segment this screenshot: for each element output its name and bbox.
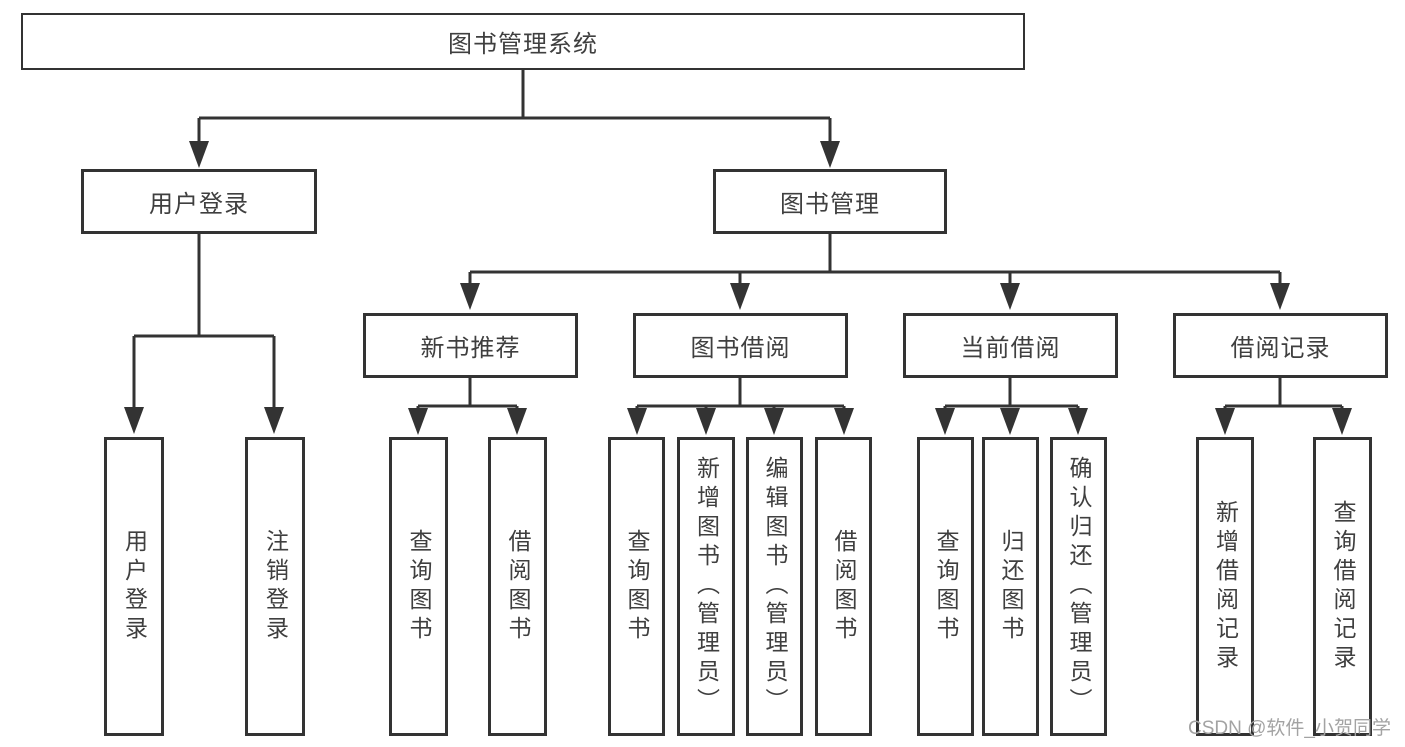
node-current-borrow: 当前借阅 (903, 313, 1118, 378)
connector-root-to-level2 (189, 69, 840, 168)
connector-current-borrow-children (935, 377, 1088, 435)
leaf-borrow-books-recommend-label: 借阅图书 (505, 528, 531, 645)
leaf-confirm-return-admin-label: 确认归还（管理员） (1066, 456, 1092, 717)
node-borrow-records: 借阅记录 (1173, 313, 1388, 378)
node-root-system: 图书管理系统 (21, 13, 1025, 70)
leaf-query-books-recommend: 查询图书 (389, 437, 448, 736)
node-root-label: 图书管理系统 (448, 31, 598, 58)
connector-book-borrow-children (627, 377, 854, 435)
leaf-logout: 注销登录 (245, 437, 305, 736)
leaf-return-books-label: 归还图书 (998, 528, 1024, 645)
node-book-management: 图书管理 (713, 169, 947, 234)
leaf-query-books-borrow: 查询图书 (608, 437, 665, 736)
leaf-query-books-current: 查询图书 (917, 437, 974, 736)
node-user-login-label: 用户登录 (149, 191, 249, 218)
node-book-borrow: 图书借阅 (633, 313, 848, 378)
node-book-borrow-label: 图书借阅 (690, 335, 791, 362)
leaf-borrow-books-label: 借阅图书 (831, 528, 857, 645)
leaf-query-books-current-label: 查询图书 (933, 528, 959, 645)
connector-borrow-records-children (1215, 377, 1352, 435)
node-current-borrow-label: 当前借阅 (960, 335, 1061, 362)
leaf-query-borrow-record-label: 查询借阅记录 (1330, 499, 1356, 674)
connector-book-management-groups (460, 233, 1290, 310)
leaf-query-books-recommend-label: 查询图书 (406, 528, 432, 645)
leaf-edit-books-admin-label: 编辑图书（管理员） (762, 456, 788, 717)
leaf-user-login: 用户登录 (104, 437, 164, 736)
leaf-add-borrow-record: 新增借阅记录 (1196, 437, 1254, 736)
leaf-add-borrow-record-label: 新增借阅记录 (1212, 499, 1239, 674)
csdn-watermark: CSDN @软件_小贺同学 (1188, 718, 1391, 739)
node-user-login: 用户登录 (81, 169, 317, 234)
leaf-borrow-books: 借阅图书 (815, 437, 872, 736)
leaf-return-books: 归还图书 (982, 437, 1039, 736)
leaf-borrow-books-recommend: 借阅图书 (488, 437, 547, 736)
connector-new-book-recommend-children (408, 377, 527, 435)
leaf-query-borrow-record: 查询借阅记录 (1313, 437, 1372, 736)
leaf-confirm-return-admin: 确认归还（管理员） (1050, 437, 1107, 736)
leaf-user-login-label: 用户登录 (121, 528, 148, 645)
leaf-edit-books-admin: 编辑图书（管理员） (746, 437, 803, 736)
leaf-add-books-admin-label: 新增图书（管理员） (693, 456, 720, 717)
connector-user-login-children (124, 233, 284, 434)
leaf-add-books-admin: 新增图书（管理员） (677, 437, 735, 736)
node-borrow-records-label: 借阅记录 (1230, 335, 1331, 362)
leaf-logout-label: 注销登录 (262, 528, 289, 645)
node-new-book-recommend-label: 新书推荐 (420, 335, 521, 362)
node-book-management-label: 图书管理 (780, 191, 880, 218)
node-new-book-recommend: 新书推荐 (363, 313, 578, 378)
leaf-query-books-borrow-label: 查询图书 (624, 528, 650, 645)
